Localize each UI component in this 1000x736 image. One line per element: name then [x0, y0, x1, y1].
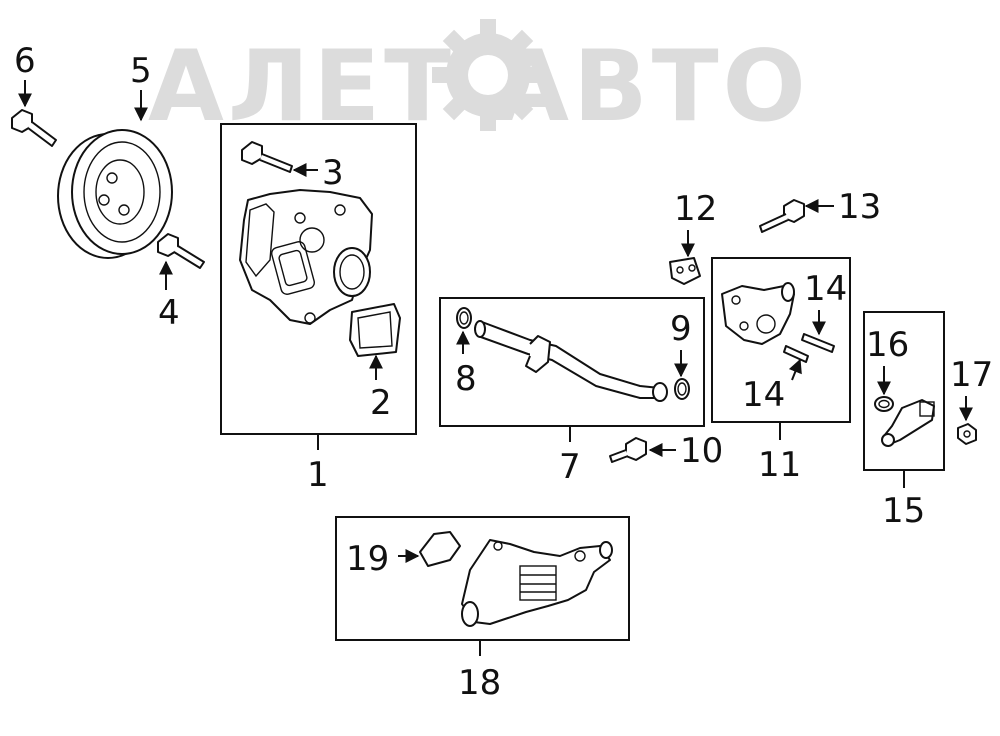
callout-18: 18 [458, 663, 501, 703]
part-bolt-4 [157, 233, 205, 269]
watermark: АЛЕТ АВТО [148, 19, 806, 144]
callout-15: 15 [882, 491, 925, 531]
callout-5: 5 [130, 51, 152, 91]
part-coolant-pipe [474, 320, 668, 402]
part-bolt-10 [609, 437, 647, 463]
part-gasket-12 [669, 257, 701, 285]
part-bolt-3 [241, 141, 293, 173]
callout-12: 12 [674, 189, 717, 229]
callout-8: 8 [455, 359, 477, 399]
part-bolt-6 [11, 109, 57, 147]
part-bolt-13 [759, 199, 805, 233]
callout-16: 16 [866, 325, 909, 365]
part-outlet-housing [721, 282, 795, 345]
callout-1: 1 [307, 455, 329, 495]
group-box-7 [439, 297, 705, 427]
part-thermostat-housing [461, 539, 613, 627]
callout-9: 9 [670, 309, 692, 349]
part-oring-9 [674, 378, 690, 400]
callout-14-upper: 14 [804, 269, 847, 309]
part-gasket-2 [349, 303, 401, 357]
part-stud-14a [801, 333, 835, 353]
callout-7: 7 [559, 447, 581, 487]
part-nut-17 [957, 423, 977, 445]
callout-19: 19 [346, 539, 389, 579]
callout-13: 13 [838, 187, 881, 227]
callout-3: 3 [322, 153, 344, 193]
leader-14-lower [788, 358, 802, 381]
callout-2: 2 [370, 383, 392, 423]
part-oring-16 [874, 396, 894, 412]
callout-14-lower: 14 [742, 375, 785, 415]
part-stud-14b [783, 345, 809, 363]
callout-17: 17 [950, 355, 993, 395]
part-pulley [57, 129, 173, 259]
callout-11: 11 [758, 445, 801, 485]
part-gasket-19 [419, 531, 461, 567]
callout-10: 10 [680, 431, 723, 471]
group-box-18 [335, 516, 630, 641]
callout-6: 6 [14, 41, 36, 81]
gear-icon [432, 19, 544, 131]
part-oring-8 [456, 307, 472, 329]
part-sensor-15 [881, 399, 935, 447]
part-water-pump [239, 189, 373, 325]
callout-4: 4 [158, 293, 180, 333]
